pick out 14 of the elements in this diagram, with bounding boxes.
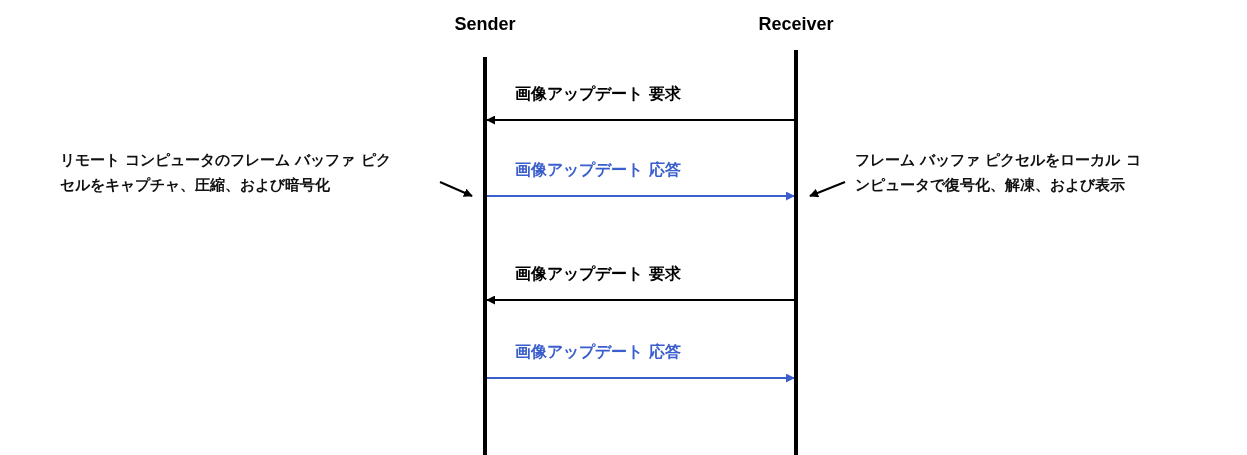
message-label: 画像アップデート 要求 [515, 84, 681, 105]
note-text: フレーム バッファ ピクセルをローカル コンピュータで復号化、解凍、および表示 [855, 148, 1155, 198]
message-label: 画像アップデート 応答 [515, 342, 681, 363]
message-label: 画像アップデート 応答 [515, 160, 681, 181]
message-label: 画像アップデート 要求 [515, 264, 681, 285]
message-arrow [486, 191, 795, 201]
leader-arrow [439, 181, 473, 197]
message-arrow [486, 295, 795, 305]
message-arrow [486, 115, 795, 125]
participant-label: Receiver [757, 14, 835, 35]
participant-label: Sender [453, 14, 517, 35]
note-text: リモート コンピュータのフレーム バッファ ピクセルをキャプチャ、圧縮、および暗号化 [60, 148, 400, 198]
leader-arrow [809, 181, 846, 198]
message-arrow [486, 373, 795, 383]
